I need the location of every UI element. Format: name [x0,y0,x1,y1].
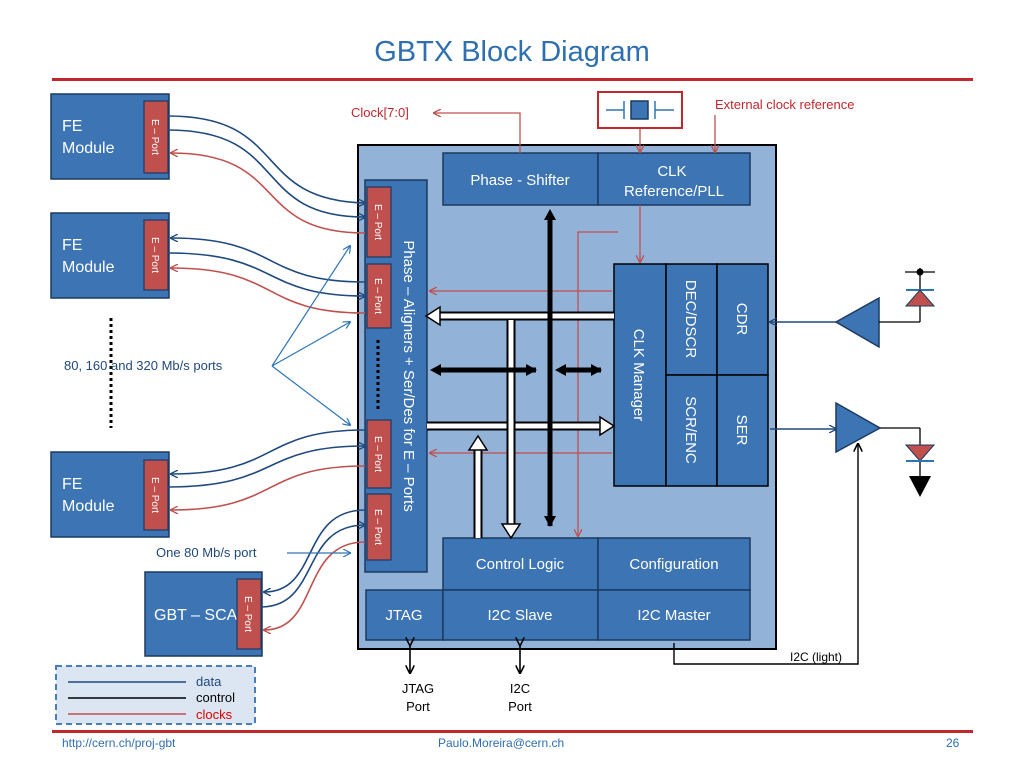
eport-label: E – Port [242,596,253,632]
data-bus-upper [424,305,614,327]
dec-dscr-label: DEC/DSCR [682,280,699,359]
eport-label: E – Port [372,436,383,472]
legend-clocks: clocks [196,707,233,722]
clk-manager-block [613,263,667,487]
clk-ref-line-1: CLK [657,163,686,180]
ports-speed-label: 80, 160 and 320 Mb/s ports [64,358,223,373]
i2c-slave-label: I2C Slave [487,607,552,624]
phase-aligners-label: Phase – Aligners + Ser/Des for E – Ports [400,240,417,511]
laser-driver-icon [835,401,882,454]
jtag-port-line-2: Port [406,699,430,714]
footer-url[interactable]: http://cern.ch/proj-gbt [62,736,176,750]
cdr-label: CDR [733,303,750,336]
ports-speed-pointers [271,246,350,425]
jtag-label: JTAG [385,607,422,624]
i2c-light-line [673,444,858,665]
eport-label: E – Port [149,237,160,273]
chip-eport-3: E – Port [366,419,392,489]
gbt-sca-module: GBT – SCA E – Port [144,571,263,657]
phase-shifter-label: Phase - Shifter [470,172,569,189]
fe-links [167,115,365,630]
crystal-icon [597,91,683,129]
fe-label-line-1: FE [62,118,82,135]
eport-label: E – Port [372,204,383,240]
fe-label-line-2: Module [62,259,115,276]
configuration-label: Configuration [629,556,718,573]
fe-module-1: FE Module E – Port [50,93,170,180]
legend: data control clocks [55,665,256,725]
gbt-sca-label: GBT – SCA [154,607,238,624]
chip-eport-2: E – Port [366,263,392,329]
i2c-port-line-2: Port [508,699,532,714]
eport-label: E – Port [372,278,383,314]
fe-label-line-2: Module [62,498,115,515]
legend-data: data [196,674,222,689]
clk-ref-line-2: Reference/PLL [624,183,724,200]
scr-enc-label: SCR/ENC [682,396,699,464]
internal-clock-lines [430,113,715,536]
i2c-port-line-1: I2C [510,681,530,696]
clk-reference-pll-label: CLK Reference/PLL [624,163,724,200]
i2c-slave-block [442,589,599,641]
jtag-port-line-1: JTAG [402,681,434,696]
external-clock-label: External clock reference [715,97,854,112]
slide-title: GBTX Block Diagram [374,36,650,68]
fe-label-line-2: Module [62,140,115,157]
bottom-rule [52,730,973,733]
clk-manager-label: CLK Manager [630,329,647,422]
fe-module-3: FE Module E – Port [50,451,170,538]
footer-page-number: 26 [946,736,960,750]
fe-label-line-1: FE [62,237,82,254]
one-port-label: One 80 Mb/s port [156,545,257,560]
photodiode-icon [898,268,936,323]
data-bus-vertical-down [500,320,522,540]
receiver-amplifier-icon [834,296,880,349]
i2c-light-label: I2C (light) [790,650,842,664]
eport-label: E – Port [372,509,383,545]
clock-bus-label: Clock[7:0] [351,105,409,120]
cdr-block [716,263,769,376]
phase-shifter-block [442,152,599,206]
chip-eport-1: E – Port [366,186,392,258]
i2c-master-label: I2C Master [637,607,710,624]
ser-label: SER [733,415,750,446]
fe-label-line-1: FE [62,476,82,493]
i2c-port-label: I2C Port [508,681,532,714]
clk-reference-pll-block [597,152,751,206]
control-bus [430,209,602,527]
footer-email[interactable]: Paulo.Moreira@cern.ch [438,736,565,750]
i2c-master-block [597,589,751,641]
eport-label: E – Port [149,477,160,513]
jtag-block [365,589,444,641]
ser-block [716,374,769,487]
laser-diode-icon [904,428,936,497]
legend-control: control [196,690,235,705]
chip-eport-4: E – Port [366,493,392,561]
fe-module-2: FE Module E – Port [50,212,170,299]
top-rule [52,78,973,81]
eport-label: E – Port [149,119,160,155]
control-logic-label: Control Logic [476,556,565,573]
data-bus-vertical-up [467,434,489,538]
dec-dscr-block [665,263,718,376]
jtag-port-label: JTAG Port [402,681,434,714]
